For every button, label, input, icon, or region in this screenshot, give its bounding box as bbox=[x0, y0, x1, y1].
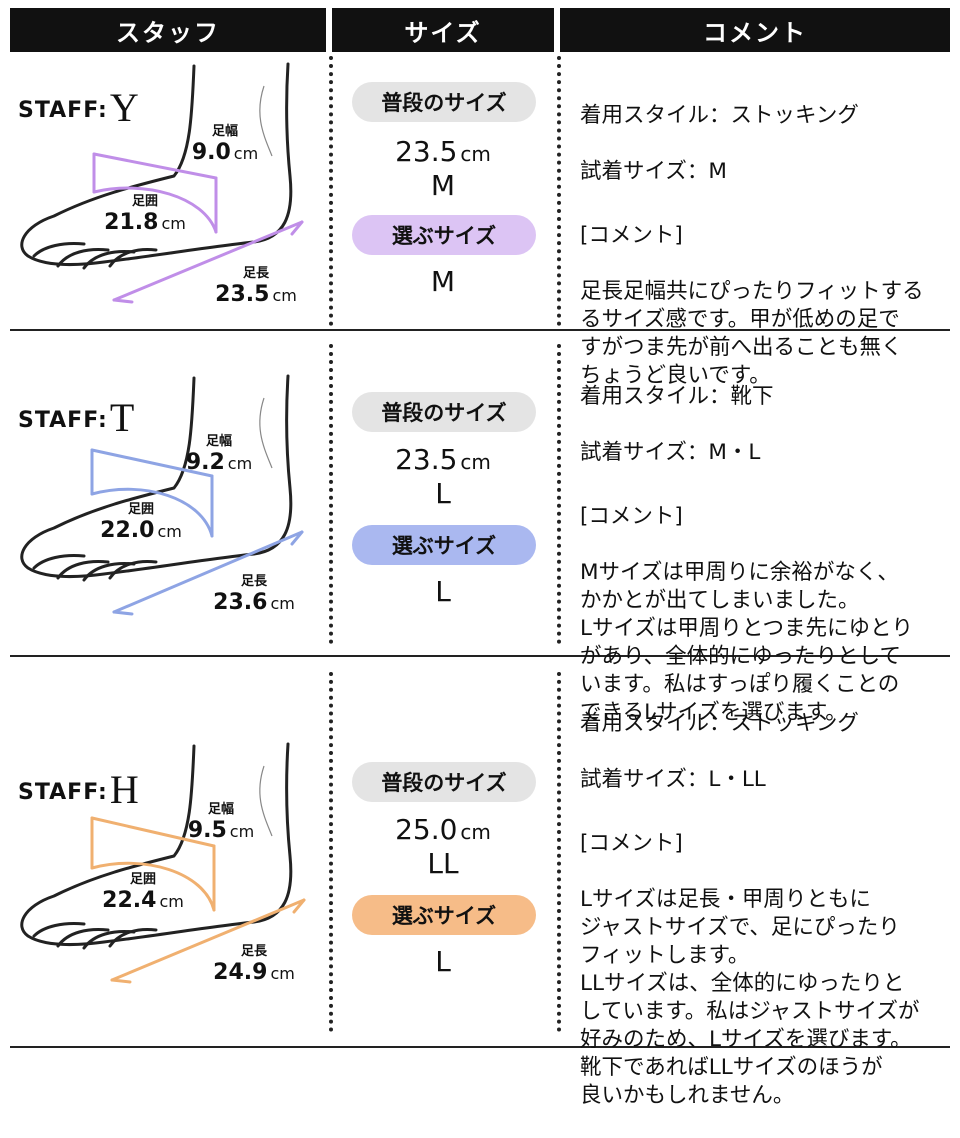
column-divider bbox=[329, 344, 333, 644]
staff-initial: T bbox=[109, 395, 136, 440]
wear-style: 着用スタイル：靴下 bbox=[580, 384, 774, 409]
normal-size-letter: M bbox=[430, 169, 456, 202]
column-divider bbox=[557, 672, 561, 1032]
staff-name: STAFF:T bbox=[18, 395, 136, 440]
tried-size: 試着サイズ：M・L bbox=[580, 440, 761, 465]
comment-heading: [コメント] bbox=[580, 504, 683, 529]
staff-name: STAFF:Y bbox=[18, 85, 140, 130]
normal-size-letter: L bbox=[435, 477, 451, 510]
wear-style: 着用スタイル：ストッキング bbox=[580, 711, 859, 736]
staff-initial: H bbox=[109, 767, 140, 812]
chosen-size-badge: 選ぶサイズ bbox=[352, 215, 536, 255]
column-divider bbox=[557, 56, 561, 326]
staff-name: STAFF:H bbox=[18, 767, 140, 812]
header-staff: スタッフ bbox=[10, 8, 326, 52]
header-size: サイズ bbox=[332, 8, 554, 52]
normal-size-badge: 普段のサイズ bbox=[352, 82, 536, 122]
chosen-size-badge: 選ぶサイズ bbox=[352, 895, 536, 935]
column-divider bbox=[329, 672, 333, 1032]
column-divider bbox=[329, 56, 333, 326]
comment-text: 足長足幅共にぴったりフィットする るサイズ感です。甲が低めの足で すがつま先が前… bbox=[580, 279, 924, 388]
normal-size-badge: 普段のサイズ bbox=[352, 392, 536, 432]
staff-comment: 着用スタイル：靴下 試着サイズ：M・L [コメント] Mサイズは甲周りに余裕がな… bbox=[580, 355, 950, 755]
chosen-size-value: L bbox=[435, 575, 451, 608]
chosen-size-badge: 選ぶサイズ bbox=[352, 525, 536, 565]
tried-size: 試着サイズ：M bbox=[580, 159, 727, 184]
comment-heading: [コメント] bbox=[580, 831, 683, 856]
staff-initial: Y bbox=[109, 85, 140, 130]
chosen-size-value: M bbox=[430, 265, 456, 298]
foot-illustration bbox=[20, 62, 304, 304]
tried-size: 試着サイズ：L・LL bbox=[580, 767, 766, 792]
wear-style: 着用スタイル：ストッキング bbox=[580, 103, 859, 128]
normal-size-letter: LL bbox=[427, 847, 459, 880]
staff-comment: 着用スタイル：ストッキング 試着サイズ：L・LL [コメント] Lサイズは足長・… bbox=[580, 682, 950, 1138]
column-divider bbox=[557, 344, 561, 644]
normal-size-badge: 普段のサイズ bbox=[352, 762, 536, 802]
foot-illustration bbox=[20, 742, 306, 984]
staff-comment: 着用スタイル：ストッキング 試着サイズ：M [コメント] 足長足幅共にぴったりフ… bbox=[580, 74, 950, 418]
row-divider bbox=[10, 1046, 950, 1048]
row-divider bbox=[10, 655, 950, 657]
chosen-size-value: L bbox=[435, 945, 451, 978]
foot-illustration bbox=[20, 374, 304, 616]
row-divider bbox=[10, 329, 950, 331]
comment-heading: [コメント] bbox=[580, 223, 683, 248]
header-comment: コメント bbox=[560, 8, 950, 52]
comment-text: Mサイズは甲周りに余裕がなく、 かかとが出てしまいました。 Lサイズは甲周りとつ… bbox=[580, 560, 913, 725]
comment-text: Lサイズは足長・甲周りともに ジャストサイズで、足にぴったり フィットします。 … bbox=[580, 887, 920, 1108]
